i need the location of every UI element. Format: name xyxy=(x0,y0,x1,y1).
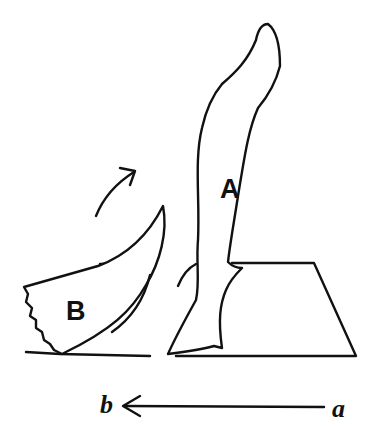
flap-inner-line xyxy=(112,275,150,332)
motion-arrowhead xyxy=(120,168,135,185)
flap-b xyxy=(24,206,164,354)
part-label: B xyxy=(66,298,86,325)
strip-fold xyxy=(178,264,196,286)
part-label: A xyxy=(220,176,240,203)
direction-arrow xyxy=(124,406,324,407)
motion-arrow xyxy=(96,172,134,216)
direction-arrowhead xyxy=(123,396,140,416)
direction-label: b xyxy=(100,392,113,418)
direction-label: a xyxy=(332,396,345,422)
strip-a xyxy=(168,24,280,354)
